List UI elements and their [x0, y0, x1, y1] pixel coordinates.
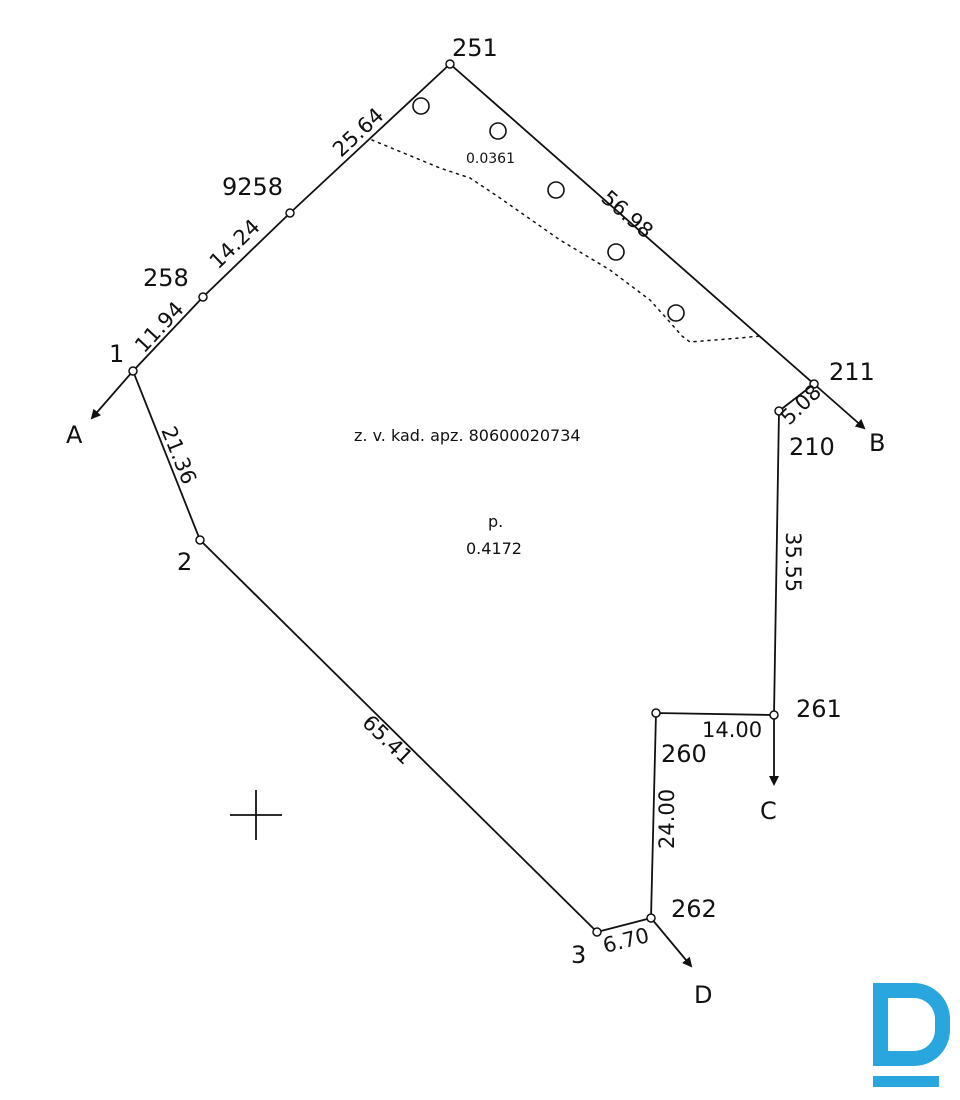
survey-point — [128, 366, 138, 376]
direction-label-b: B — [869, 429, 885, 457]
length-label-2-3: 65.41 — [358, 710, 418, 769]
survey-point — [592, 927, 602, 937]
tree-symbol — [667, 304, 685, 322]
length-label-261-210: 35.55 — [781, 532, 805, 592]
point-label-251: 251 — [452, 34, 498, 62]
length-label-258-1: 11.94 — [130, 297, 189, 357]
direction-label-c: C — [760, 797, 777, 825]
point-label-9258: 9258 — [222, 173, 283, 201]
survey-points — [128, 59, 819, 937]
point-label-210: 210 — [789, 433, 835, 461]
length-label-251-9258: 25.64 — [328, 103, 388, 162]
tree-symbol — [412, 97, 430, 115]
tree-symbols — [412, 97, 685, 322]
point-label-3: 3 — [571, 941, 586, 969]
length-label-260-261: 14.00 — [702, 718, 762, 742]
tree-symbol — [489, 122, 507, 140]
survey-point — [646, 913, 656, 923]
length-label-211-251: 56.98 — [597, 186, 658, 244]
length-label-262-260: 24.00 — [655, 789, 679, 849]
survey-point — [769, 710, 779, 720]
direction-arrow-d — [650, 917, 693, 968]
survey-point — [809, 379, 819, 389]
survey-point — [198, 292, 208, 302]
inner-boundary — [371, 139, 761, 343]
parcel-boundary — [131, 63, 816, 933]
tree-symbol — [607, 243, 625, 261]
point-label-2: 2 — [177, 548, 192, 576]
survey-point — [445, 59, 455, 69]
logo-d-mark — [873, 983, 950, 1087]
point-label-258: 258 — [143, 264, 189, 292]
length-label-1-2: 21.36 — [156, 423, 201, 488]
area-prefix: p. — [488, 512, 503, 531]
point-label-211: 211 — [829, 358, 875, 386]
brand-logo: D — [873, 983, 950, 1087]
direction-arrow-a — [90, 370, 134, 420]
area-value: 0.4172 — [466, 539, 522, 558]
inner-area-value: 0.0361 — [466, 151, 515, 167]
direction-label-a: A — [66, 421, 83, 449]
point-label-261: 261 — [796, 695, 842, 723]
point-label-1: 1 — [109, 340, 124, 368]
survey-point — [774, 406, 784, 416]
survey-point — [285, 208, 295, 218]
tree-symbol — [547, 181, 565, 199]
point-label-260: 260 — [661, 740, 707, 768]
survey-point — [195, 535, 205, 545]
survey-point — [651, 708, 661, 718]
direction-label-d: D — [694, 981, 712, 1009]
length-label-9258-258: 14.24 — [205, 215, 265, 274]
cross-mark — [230, 790, 282, 840]
direction-arrow-b — [813, 383, 866, 430]
point-label-262: 262 — [671, 895, 717, 923]
parcel-label: z. v. kad. apz. 80600020734 — [354, 426, 581, 445]
